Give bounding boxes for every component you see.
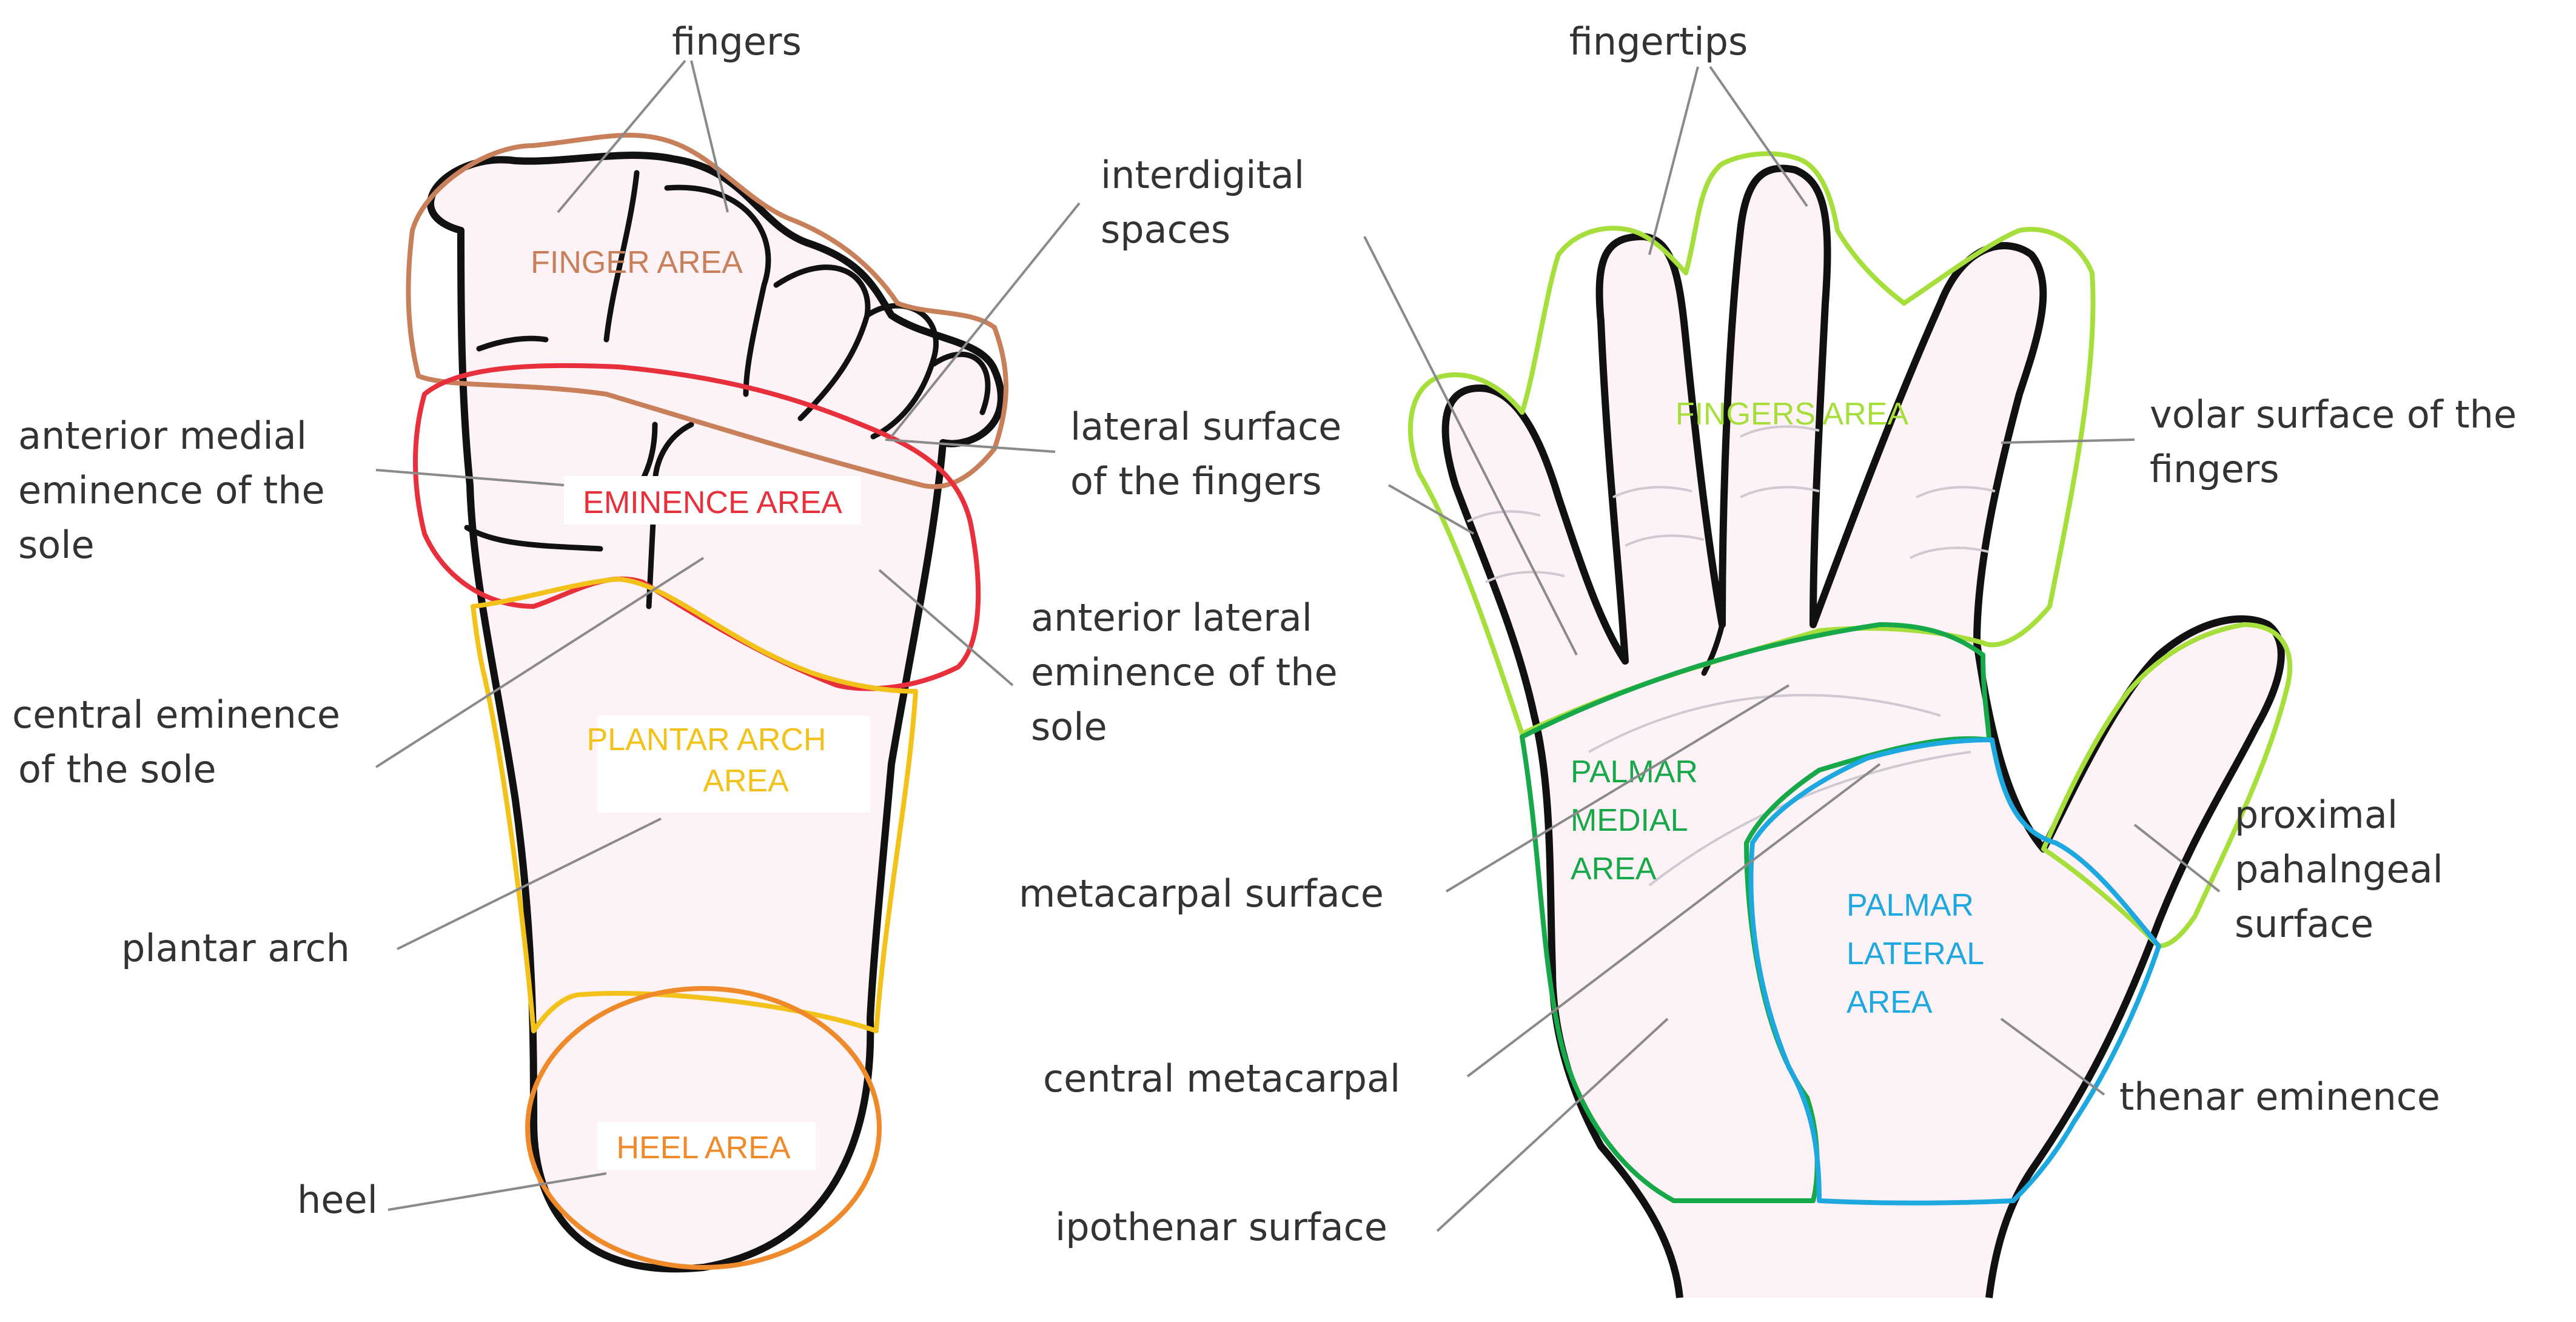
label-anterior-lateral-2: eminence of the <box>1031 650 1338 694</box>
leader-central-metacarpal <box>1466 763 1881 1078</box>
leader-central-eminence <box>375 557 705 768</box>
foot-illustration: FINGER AREA EMINENCE AREA PLANTAR ARCH A… <box>12 19 1341 1273</box>
fingers-area-label: FINGERS AREA <box>1675 397 1909 432</box>
label-anterior-medial-1: anterior medial <box>18 414 307 458</box>
label-lateral-fingers-1: lateral surface <box>1070 404 1341 449</box>
leader-lateral-fingers <box>885 438 1056 453</box>
label-anterior-medial-3: sole <box>18 523 95 567</box>
label-interdigital-1: interdigital <box>1101 153 1304 197</box>
hand-outline <box>1441 164 2285 1298</box>
crease-3 <box>1740 425 1820 498</box>
toe-line-1 <box>603 170 640 343</box>
toe-line-5 <box>931 351 991 415</box>
plantar-arch-area-label-2: AREA <box>703 763 789 799</box>
palmar-medial-label-1: PALMAR <box>1571 754 1698 790</box>
label-heel: heel <box>297 1178 378 1222</box>
leader-plantar-arch <box>397 817 662 950</box>
label-volar-1: volar surface of the <box>2150 392 2517 437</box>
plantar-arch-area-label-1: PLANTAR ARCH <box>587 722 827 757</box>
finger-area-label: FINGER AREA <box>531 245 743 280</box>
label-thenar-eminence: thenar eminence <box>2119 1075 2440 1119</box>
toe-line-2 <box>664 184 771 397</box>
leader-volar <box>2001 438 2135 444</box>
label-interdigital-2: spaces <box>1101 207 1230 252</box>
finger-area-outline <box>406 132 1008 489</box>
leader-proximal <box>2133 824 2221 893</box>
palmar-medial-area-outline <box>1520 622 1991 1203</box>
label-plantar-arch: plantar arch <box>121 926 350 970</box>
label-fingertips: fingertips <box>1569 19 1748 64</box>
palmar-lateral-label-2: LATERAL <box>1846 936 1984 971</box>
plantar-arch-area-outline <box>471 577 918 1033</box>
palm-crease <box>1588 694 1971 887</box>
sole-crease <box>464 525 603 552</box>
crease-2 <box>1612 486 1705 547</box>
leader-interdigital-hand <box>1363 236 1578 656</box>
leader-heel <box>387 1172 607 1211</box>
leader-anterior-medial <box>375 469 565 486</box>
toe-crease-1 <box>476 335 549 352</box>
finger-line-ring <box>1701 622 1725 676</box>
label-ipothenar-surface: ipothenar surface <box>1055 1205 1387 1249</box>
label-fingers: fingers <box>672 19 802 64</box>
heel-area-label: HEEL AREA <box>616 1130 790 1166</box>
palmar-medial-label-3: AREA <box>1571 851 1657 887</box>
label-anterior-lateral-1: anterior lateral <box>1031 596 1312 640</box>
label-central-metacarpal: central metacarpal <box>1043 1056 1400 1101</box>
leader-metacarpal <box>1445 684 1790 893</box>
leader-interdigital <box>890 202 1081 438</box>
leader-anterior-lateral <box>878 569 1014 686</box>
leader-fingers <box>557 59 729 213</box>
palmar-lateral-area-outline <box>1748 737 2161 1206</box>
leader-lateral-fingers-hand <box>1388 484 1474 535</box>
heel-area-outline <box>525 986 882 1270</box>
heel-area-patch <box>597 1122 816 1170</box>
label-anterior-medial-2: eminence of the <box>18 468 325 512</box>
eminence-area-outline <box>413 363 981 691</box>
crease-4 <box>1910 486 1996 559</box>
fingers-area-outline <box>1407 151 2096 736</box>
label-anterior-lateral-3: sole <box>1031 705 1107 749</box>
label-proximal-1: proximal <box>2235 793 2398 837</box>
label-volar-2: fingers <box>2150 447 2279 491</box>
leader-thenar <box>2000 1018 2105 1096</box>
eminence-area-label: EMINENCE AREA <box>583 485 842 520</box>
label-metacarpal-surface: metacarpal surface <box>1019 871 1384 916</box>
label-proximal-3: surface <box>2235 902 2373 946</box>
palmar-lateral-label-3: AREA <box>1846 985 1933 1020</box>
label-central-eminence-2: of the sole <box>18 747 216 791</box>
palmar-lateral-label-1: PALMAR <box>1846 888 1974 923</box>
label-central-eminence-1: central eminence <box>12 693 340 737</box>
plantar-arch-patch <box>597 716 870 813</box>
leader-fingertips <box>1648 65 1808 255</box>
eminence-area-patch <box>564 476 861 525</box>
label-proximal-2: pahalngeal <box>2235 847 2443 891</box>
hand-illustration: FINGERS AREA PALMAR MEDIAL AREA PALMAR L… <box>1019 19 2517 1298</box>
palmar-medial-label-2: MEDIAL <box>1571 803 1688 838</box>
label-lateral-fingers-2: of the fingers <box>1070 459 1322 503</box>
leader-ipothenar <box>1436 1018 1669 1232</box>
